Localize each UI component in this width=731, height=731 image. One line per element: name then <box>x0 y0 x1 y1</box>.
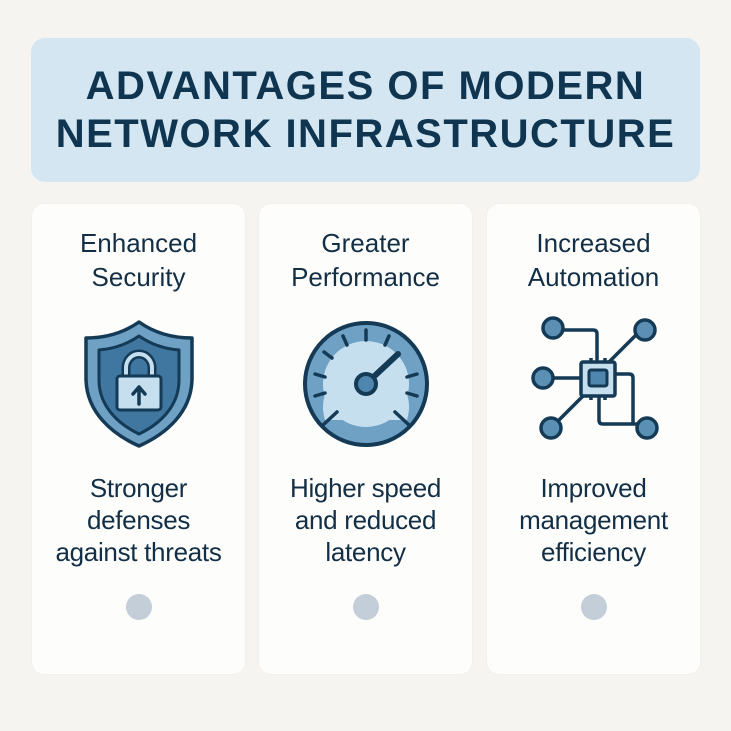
card-increased-automation: Increased Automation <box>487 204 700 674</box>
card-enhanced-security: Enhanced Security Stronger defenses agai… <box>32 204 245 674</box>
card-description-line: management <box>519 505 668 535</box>
circuit-network-icon <box>529 316 659 451</box>
card-description-line: against threats <box>55 537 222 567</box>
indicator-dot <box>125 594 152 620</box>
card-title: Increased Automation <box>487 226 700 294</box>
shield-lock-icon <box>74 316 204 451</box>
card-title-line: Greater <box>321 228 410 258</box>
card-title-line: Automation <box>527 262 660 292</box>
card-description-line: and reduced <box>294 505 437 535</box>
card-title-line: Security <box>91 262 186 292</box>
card-description: Higher speed and reduced latency <box>259 472 472 568</box>
card-description-line: Higher speed <box>289 473 442 503</box>
card-description-line: efficiency <box>541 537 646 567</box>
page-title-line-2: NETWORK INFRASTRUCTURE <box>55 112 676 156</box>
card-description-line: Improved <box>540 473 647 503</box>
card-description: Improved management efficiency <box>487 472 700 568</box>
speedometer-icon <box>301 316 431 451</box>
card-title-line: Increased <box>536 228 651 258</box>
card-description-line: latency <box>325 537 406 567</box>
card-title-line: Enhanced <box>79 228 198 258</box>
card-description-line: defenses <box>86 505 191 535</box>
page-title-line-1: ADVANTAGES OF MODERN <box>85 64 646 108</box>
card-title: Enhanced Security <box>32 226 245 294</box>
indicator-dot <box>580 594 607 620</box>
card-description-line: Stronger <box>89 473 188 503</box>
card-title: Greater Performance <box>259 226 472 294</box>
card-description: Stronger defenses against threats <box>32 472 245 568</box>
indicator-dot <box>352 594 379 620</box>
card-greater-performance: Greater Performance Higher speed and r <box>259 204 472 674</box>
card-title-line: Performance <box>291 262 440 292</box>
title-banner: ADVANTAGES OF MODERN NETWORK INFRASTRUCT… <box>31 38 700 182</box>
